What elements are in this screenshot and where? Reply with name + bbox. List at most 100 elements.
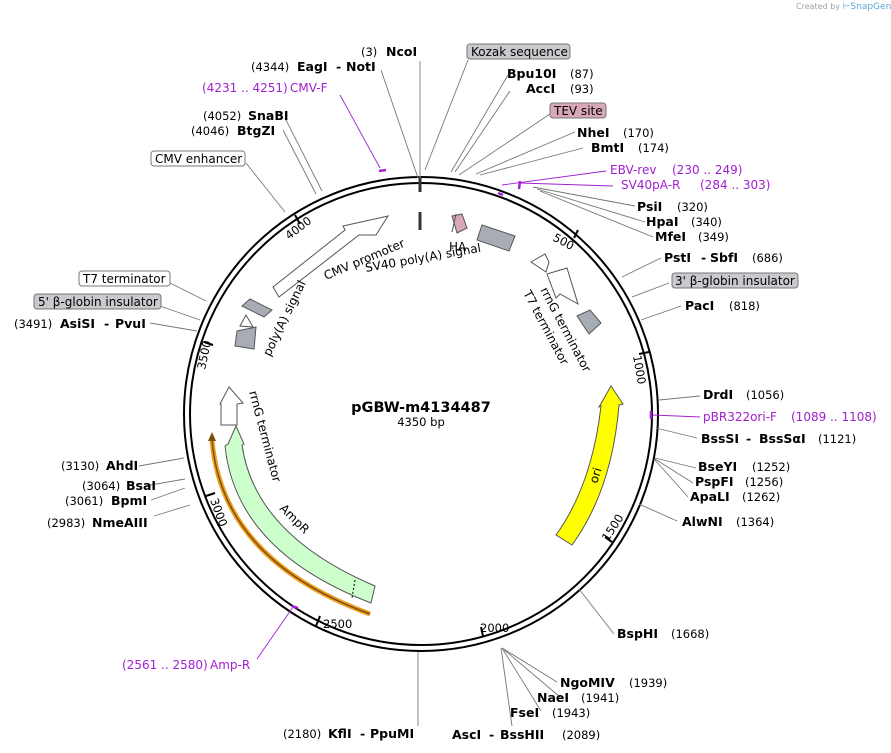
nhei-name: NheI [577,125,610,140]
snapgene-credit: Created by ⊢SnapGene [796,2,891,12]
ngomiv-pos: (1939) [629,676,667,690]
nmeaiii-pos: (2983) [47,516,85,530]
bpmi-pos: (3061) [65,494,103,508]
bmti-name: BmtI [591,140,624,155]
kozak-box: Kozak sequence [466,43,571,60]
t7-left-label: T7 terminator [82,272,166,286]
ori-feature [555,385,624,546]
btgzi-name: BtgZI [237,123,275,138]
asisi-sep: - [104,316,109,331]
leader-lines [138,59,701,727]
psti-sep: - [701,250,706,265]
cmv-promoter-arrow [272,215,390,298]
mfei-name: MfeI [655,229,686,244]
kfli-sep: - [360,726,365,741]
psti-name: PstI [664,250,691,265]
small-terminator-arrow [530,253,550,273]
snabi-pos: (4052) [203,109,241,123]
ruler-ticks [203,214,650,637]
pvui-name: PvuI [115,316,146,331]
alwni-name: AlwNI [682,514,723,529]
cmvf-range: (4231 .. 4251) [202,81,288,95]
mfei-pos: (349) [698,230,729,244]
pspfi-pos: (1256) [745,475,783,489]
tick-3500: 3500 [194,339,214,371]
ha-tag-mark [451,213,457,233]
psii-name: PsiI [637,199,662,214]
pbr322-name: pBR322ori-F [703,410,777,424]
ori-label: ori [587,466,605,485]
ampr-primer-bar [211,439,371,615]
ampr-primer-range: (2561 .. 2580) [122,658,208,672]
bsssai-name: BssSαI [759,431,806,446]
paci-name: PacI [685,298,714,313]
acci-pos: (93) [570,82,594,96]
noti-name: NotI [346,59,376,74]
t7-left-box: T7 terminator [78,270,171,287]
bsai-pos: (3064) [82,479,120,493]
nmeaiii-name: NmeAIII [92,515,148,530]
bsai-name: BsaI [126,478,156,493]
naei-pos: (1941) [581,691,619,705]
cmvf-name: CMV-F [290,81,328,95]
bsphi-name: BspHI [617,626,658,641]
eagi-noti-pos: (4344) [251,60,289,74]
tick-1000: 1000 [630,354,649,385]
ahdi-name: AhdI [106,458,138,473]
asci-pos: (2089) [562,728,600,742]
asci-sep: - [489,727,494,742]
ahdi-pos: (3130) [61,459,99,473]
drdi-pos: (1056) [746,388,784,402]
tev-site-feature [451,213,468,234]
bglobin5-feature [234,326,257,350]
naei-name: NaeI [537,690,569,705]
asci-name: AscI [452,727,481,742]
bglobin5-label: 5' β-globin insulator [38,295,158,309]
bsshii-name: BssHII [500,727,544,742]
polya-left-arrow [239,313,254,328]
hpai-pos: (340) [691,215,722,229]
ampr-primer-name: Amp-R [210,658,250,672]
bsssi-pos: (1121) [818,432,856,446]
bmti-pos: (174) [638,141,669,155]
tick-500: 500 [551,230,577,253]
bpu10i-pos: (87) [570,67,594,81]
pspfi-name: PspFI [695,474,734,489]
bpu10i-name: Bpu10I [507,66,556,81]
bglobin3-label: 3' β-globin insulator [675,274,795,288]
credit-brand: SnapGene [850,2,891,12]
rrng-right-arrow [546,267,579,306]
ngomiv-name: NgoMIV [560,675,615,690]
pbr322-range: (1089 .. 1108) [791,410,877,424]
t7-left-feature [241,298,273,318]
plasmid-name: pGBW-m4134487 [351,400,491,416]
bglobin3-box: 3' β-globin insulator [671,272,799,289]
asisi-pos: (3491) [14,317,52,331]
ampr-feature [224,424,376,604]
tev-box: TEV site [549,102,607,119]
eagi-name: EagI [297,59,328,74]
plasmid-length: 4350 bp [397,415,445,429]
sbfi-name: SbfI [710,250,738,265]
kozak-label: Kozak sequence [471,45,568,59]
paci-pos: (818) [729,299,760,313]
kfli-name: KflI [328,726,352,741]
fsei-pos: (1943) [552,706,590,720]
bseyi-name: BseYI [698,459,737,474]
kfli-pos: (2180) [283,727,321,741]
sv40par-name: SV40pA-R [621,178,680,192]
psii-pos: (320) [677,200,708,214]
primer-leaders [256,94,701,660]
ebvrev-range: (230 .. 249) [672,163,742,177]
acci-name: AccI [526,81,555,96]
ha-label: HA [449,240,467,254]
bglobin3-feature [576,309,602,335]
apali-pos: (1262) [742,490,780,504]
credit-prefix: Created by [796,2,841,11]
nhei-pos: (170) [623,126,654,140]
ncoi-name: NcoI [386,44,417,59]
bglobin5-box: 5' β-globin insulator [33,293,162,310]
snabi-name: SnaBI [248,108,289,123]
bpmi-name: BpmI [111,493,147,508]
bsssi-sep: - [746,431,751,446]
